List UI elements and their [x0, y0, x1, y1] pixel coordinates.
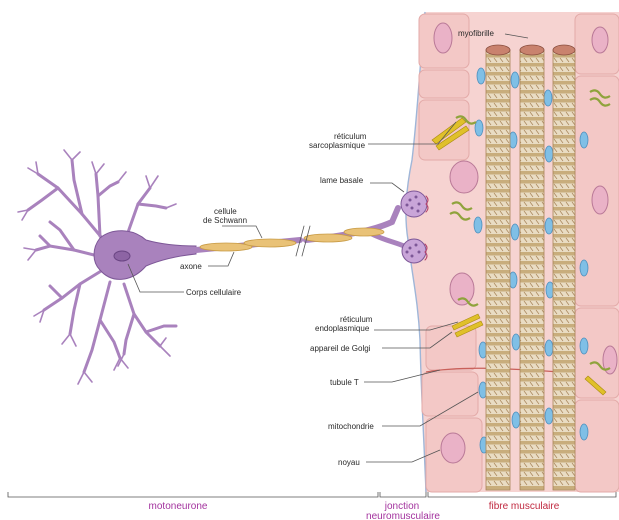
label-noyau: noyau [338, 458, 360, 467]
neuron-nucleus [114, 251, 130, 261]
label-cellule: cellule [214, 207, 237, 216]
cell-body [94, 231, 196, 280]
label-reticulum-sarco-1: réticulum [334, 132, 367, 141]
section-neuromusculaire: neuromusculaire [366, 511, 440, 520]
right-cells [575, 14, 619, 492]
section-labels: motoneurone jonction neuromusculaire fib… [149, 501, 560, 520]
label-corps-cellulaire: Corps cellulaire [186, 288, 242, 297]
myofibrils [486, 45, 575, 490]
section-motoneurone: motoneurone [149, 501, 208, 512]
label-reticulum-sarco-2: sarcoplasmique [309, 141, 366, 150]
myofibril-3 [553, 50, 575, 490]
label-de-schwann: de Schwann [203, 216, 247, 225]
label-reticulum-endo-1: réticulum [340, 315, 373, 324]
label-tubule-t: tubule T [330, 378, 359, 387]
label-reticulum-endo-2: endoplasmique [315, 324, 370, 333]
section-fibre-musculaire: fibre musculaire [489, 501, 560, 512]
myofibril-2 [520, 50, 544, 490]
label-mitochondrie: mitochondrie [328, 422, 374, 431]
myofibril-cap-1 [486, 45, 510, 55]
label-axone: axone [180, 262, 202, 271]
axon-branch-lower [372, 234, 404, 246]
section-brackets [8, 492, 616, 497]
label-myofibrille: myofibrille [458, 29, 495, 38]
myofibril-cap-2 [520, 45, 544, 55]
myofibril-cap-3 [553, 45, 575, 55]
muscle-fiber [406, 12, 619, 492]
myofibril-1 [486, 50, 510, 490]
label-appareil-golgi: appareil de Golgi [310, 344, 371, 353]
label-lame-basale: lame basale [320, 176, 364, 185]
